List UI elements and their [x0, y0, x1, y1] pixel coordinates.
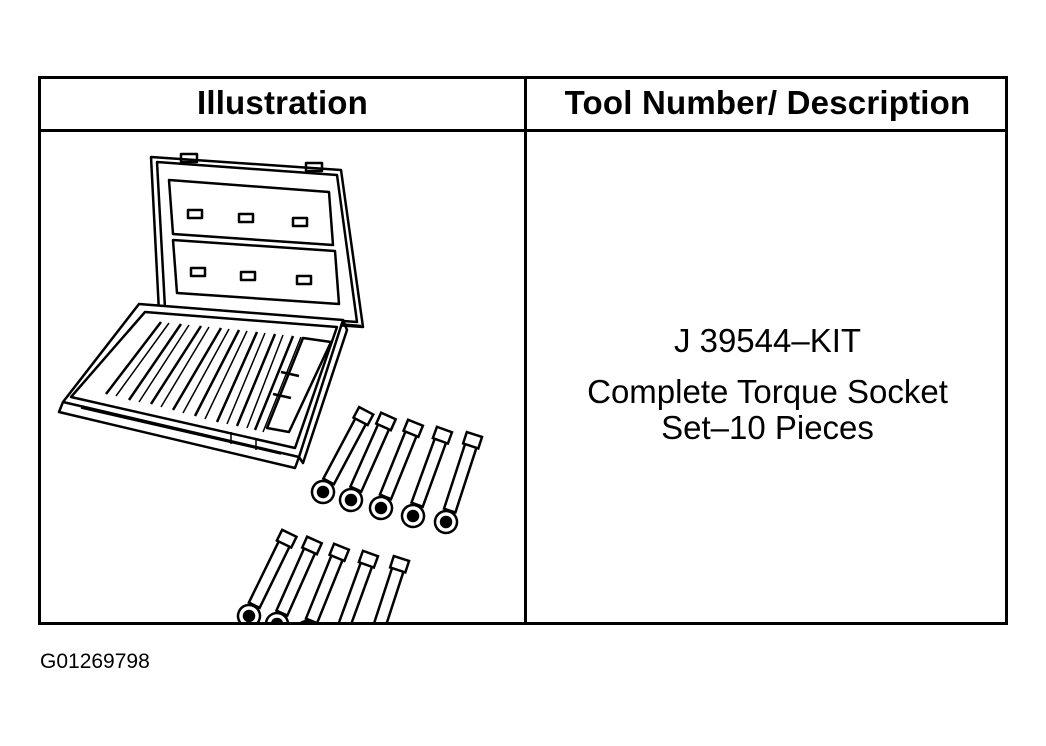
tool-number: J 39544–KIT — [673, 322, 862, 359]
torque-socket-kit-case-icon — [57, 152, 484, 622]
table-header-row: Illustration Tool Number/ Description — [41, 79, 1005, 132]
tool-description: Complete Torque Socket Set–10 Pieces — [527, 374, 1008, 446]
illustration-cell — [41, 132, 524, 622]
header-tool-description: Tool Number/ Description — [564, 84, 971, 121]
header-illustration: Illustration — [196, 84, 369, 121]
figure-id: G01269798 — [40, 650, 150, 673]
description-cell: J 39544–KIT Complete Torque Socket Set–1… — [527, 132, 1008, 622]
tool-description-line: Complete Torque Socket — [587, 373, 948, 410]
column-divider — [524, 79, 527, 622]
tool-description-line: Set–10 Pieces — [661, 409, 874, 446]
tool-table: Illustration Tool Number/ Description — [38, 76, 1008, 625]
